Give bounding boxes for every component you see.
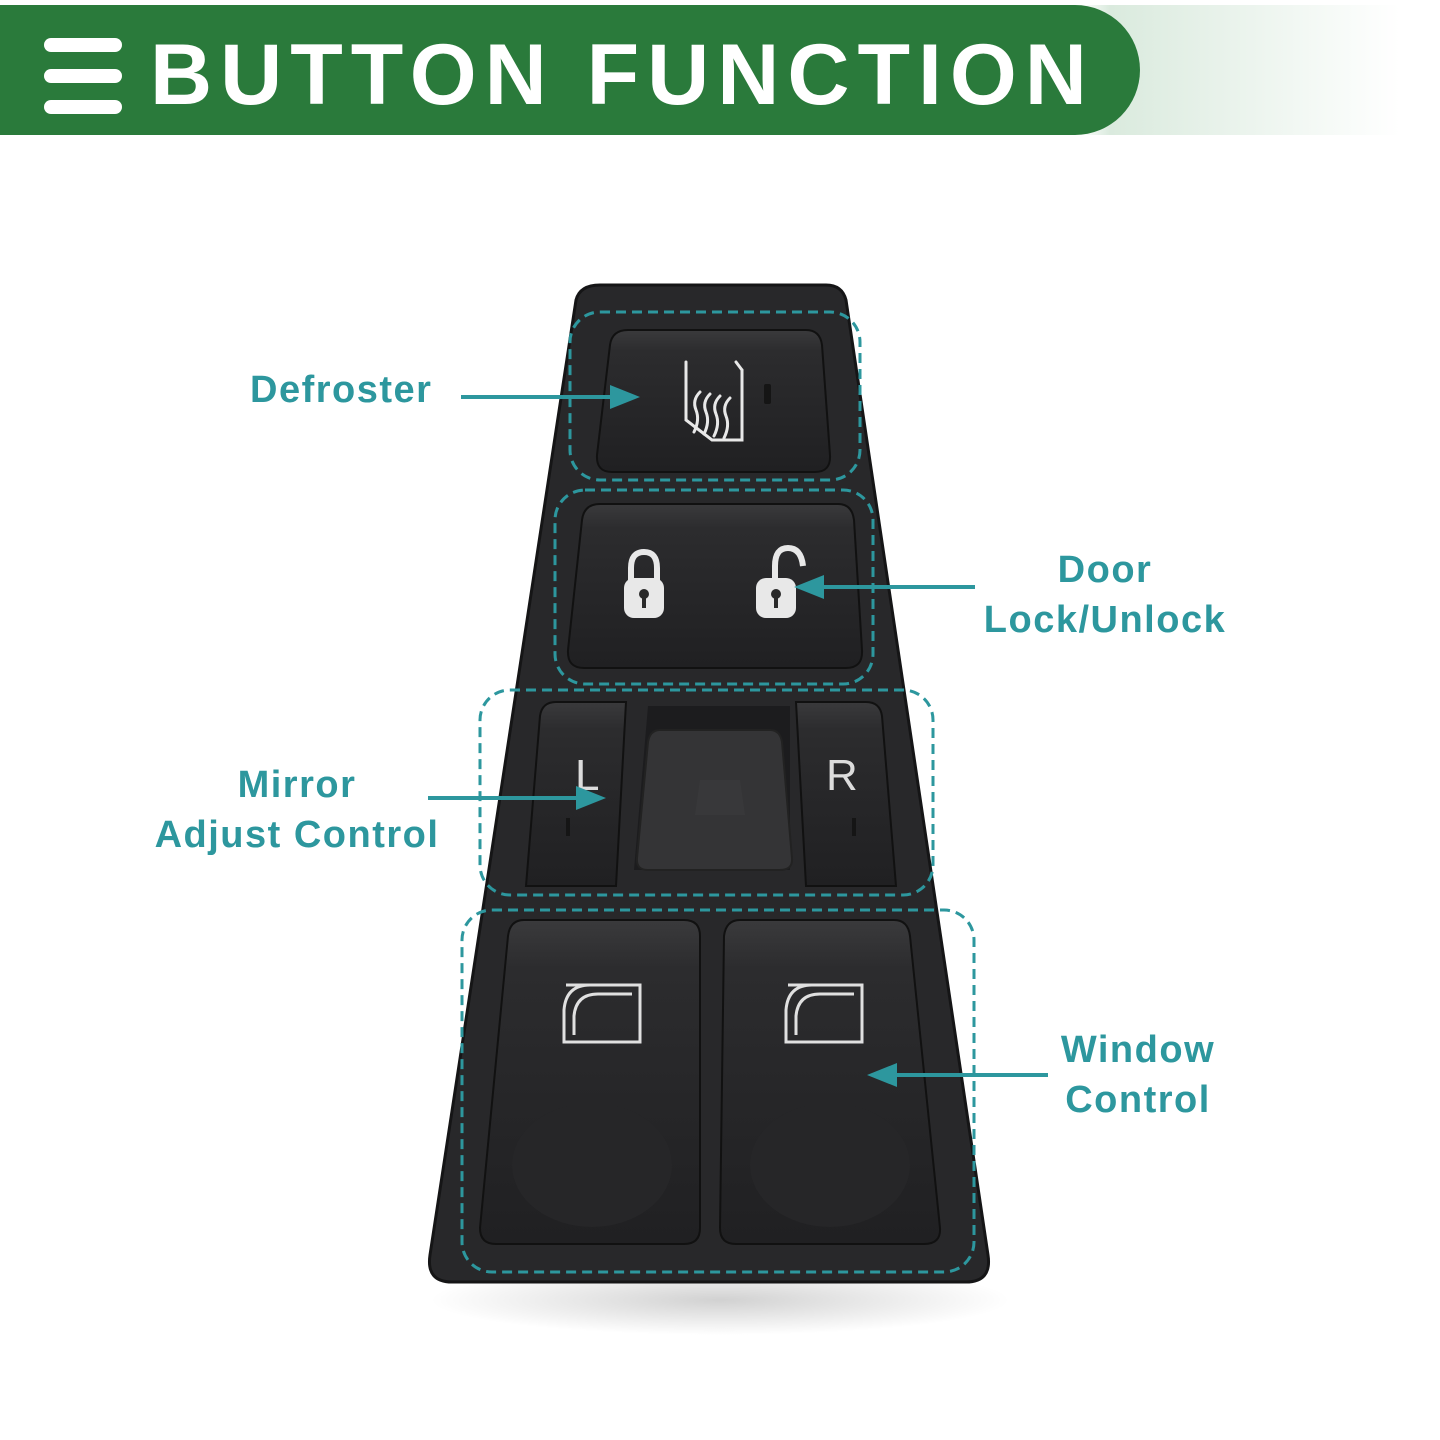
defroster-icon (684, 360, 744, 442)
page-title: BUTTON FUNCTION (150, 27, 1095, 123)
header-banner: BUTTON FUNCTION (0, 5, 1140, 135)
mirror-joystick[interactable] (634, 706, 794, 871)
callout-arrows (428, 385, 1048, 1087)
unlock-icon (756, 544, 806, 618)
window-icon (784, 983, 864, 1044)
lock-icon (624, 548, 664, 618)
arrow-window-icon (867, 1063, 897, 1087)
window-right-button[interactable] (718, 919, 942, 1245)
window-left-button[interactable] (478, 919, 701, 1245)
mirror-right-label: R (826, 751, 858, 800)
defroster-button[interactable] (595, 329, 832, 473)
indicator-led (764, 384, 771, 404)
window-label: Window Control (1048, 1025, 1228, 1125)
mirror-label-line1: Mirror (237, 764, 357, 806)
mirror-label-line2: Adjust Control (154, 814, 440, 856)
door-label: Door Lock/Unlock (975, 545, 1235, 645)
arrow-defroster-icon (610, 385, 640, 409)
menu-icon (44, 38, 122, 114)
door-label-line1: Door (1057, 549, 1153, 591)
door-lock-button[interactable] (566, 503, 864, 669)
defroster-label: Defroster (250, 369, 433, 411)
mirror-label: Mirror Adjust Control (142, 760, 452, 860)
door-label-line2: Lock/Unlock (983, 599, 1227, 641)
mirror-right-button[interactable]: R (794, 701, 898, 887)
arrow-door-icon (794, 575, 824, 599)
arrow-mirror-icon (576, 786, 606, 810)
window-label-line1: Window (1060, 1029, 1216, 1071)
window-label-line2: Control (1065, 1079, 1211, 1121)
window-icon (562, 983, 642, 1044)
